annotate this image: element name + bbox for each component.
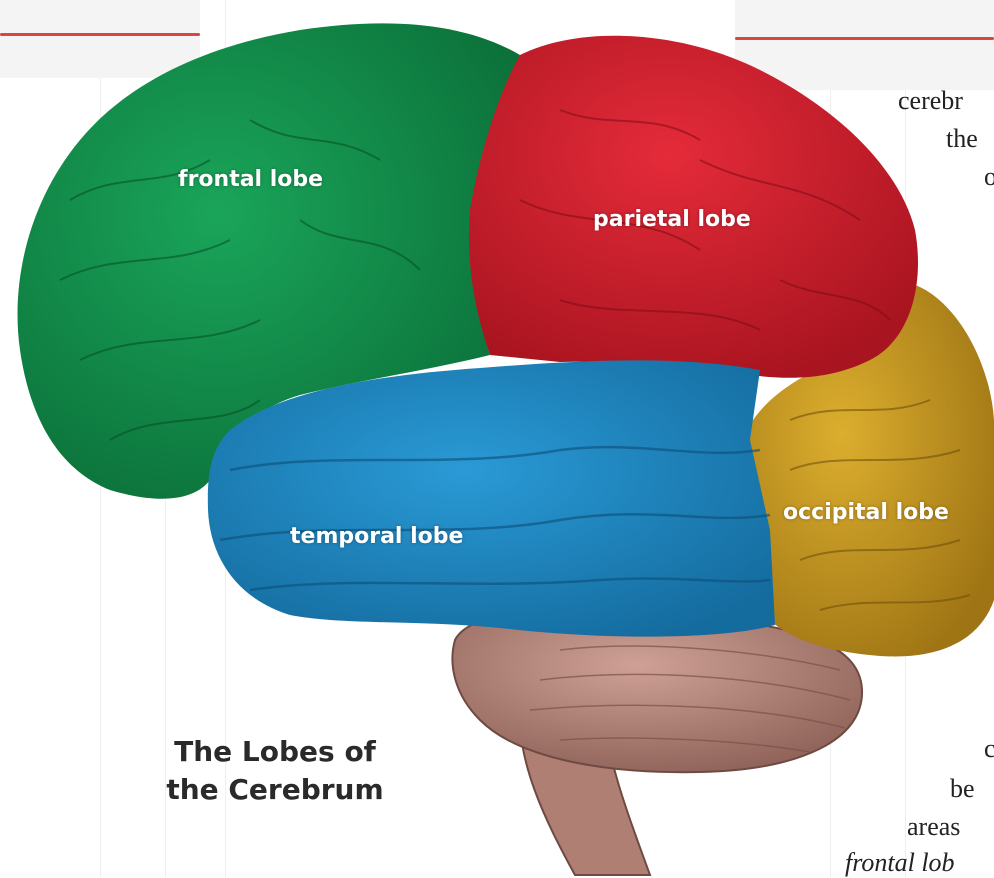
temporal-lobe-label: temporal lobe bbox=[290, 524, 463, 549]
body-text-fragment: c bbox=[984, 734, 994, 764]
caption-line: The Lobes of bbox=[130, 733, 420, 771]
caption-line: the Cerebrum bbox=[130, 771, 420, 809]
temporal-lobe bbox=[208, 360, 775, 636]
body-text-fragment: areas bbox=[907, 812, 960, 842]
body-text-fragment: cerebr bbox=[898, 86, 963, 116]
body-text-fragment: be bbox=[950, 774, 975, 804]
body-text-fragment: the bbox=[946, 124, 978, 154]
occipital-lobe-label: occipital lobe bbox=[783, 500, 949, 525]
body-text-fragment: o bbox=[984, 162, 994, 192]
body-text-fragment: frontal lob bbox=[845, 848, 955, 878]
figure-caption: The Lobes of the Cerebrum bbox=[130, 733, 420, 809]
parietal-lobe-label: parietal lobe bbox=[593, 207, 751, 232]
frontal-lobe-label: frontal lobe bbox=[178, 167, 323, 192]
